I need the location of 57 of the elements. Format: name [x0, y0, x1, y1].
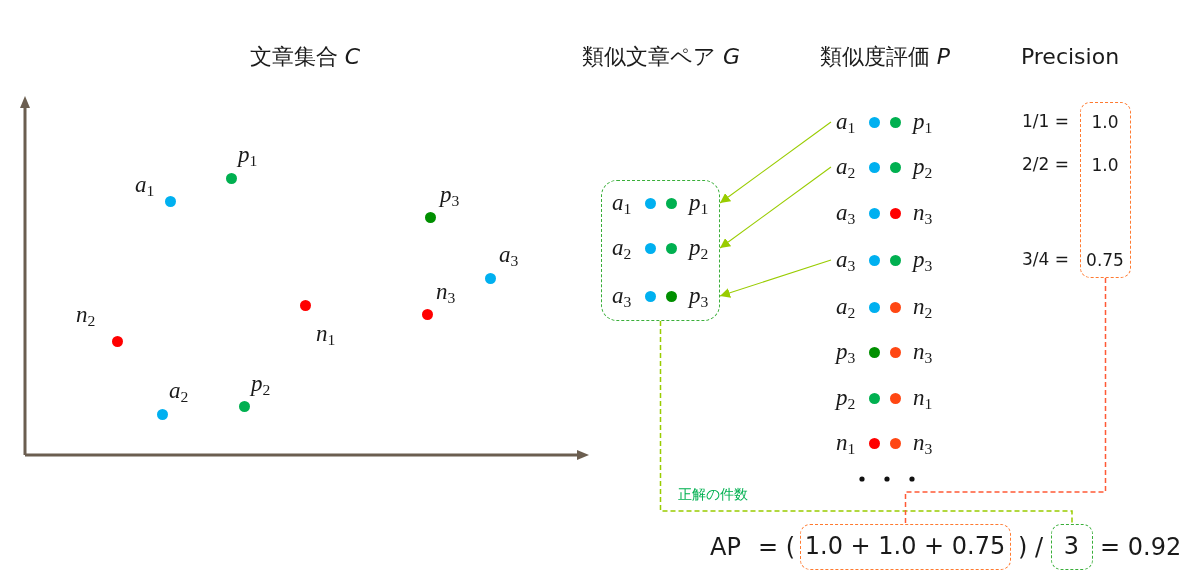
- point-label: n$_{1}$: [316, 320, 336, 348]
- variable-label: p$_{3}$: [913, 246, 933, 274]
- dashed-highlight-box: [1051, 524, 1093, 570]
- column-heading: 類似文章ペア G: [581, 44, 741, 70]
- variable-label: n$_{3}$: [913, 199, 933, 227]
- dashed-connector-line: [904, 277, 1107, 525]
- variable-label: p$_{1}$: [689, 189, 709, 217]
- point-label: p$_{2}$: [251, 370, 271, 398]
- variable-label: p$_{2}$: [913, 153, 933, 181]
- variable-label: n$_{1}$: [913, 384, 933, 412]
- variable-label: p$_{2}$: [836, 384, 856, 412]
- arrow: [719, 121, 832, 204]
- precision-value: 1.0: [1091, 113, 1119, 133]
- point-label: a$_{1}$: [135, 171, 155, 199]
- column-heading: 文章集合 C: [249, 44, 361, 70]
- variable-label: p$_{3}$: [689, 282, 709, 310]
- formula-term: 1.0 + 1.0 + 0.75: [804, 532, 1006, 561]
- fraction-label: 3/4 =: [1022, 250, 1069, 270]
- dashed-connector-line: [659, 320, 1073, 525]
- formula-text: = 0.92: [1100, 534, 1182, 562]
- point-label: a$_{2}$: [169, 377, 189, 405]
- precision-value: 1.0: [1091, 156, 1119, 176]
- arrow: [719, 259, 832, 298]
- column-heading: 類似度評価 P: [819, 44, 951, 70]
- variable-label: n$_{3}$: [913, 429, 933, 457]
- variable-label: p$_{3}$: [836, 338, 856, 366]
- variable-label: n$_{1}$: [836, 429, 856, 457]
- edge-label: 正解の件数: [676, 485, 750, 503]
- precision-value: 0.75: [1086, 251, 1124, 271]
- dashed-group-box: [601, 180, 720, 321]
- variable-label: n$_{3}$: [913, 338, 933, 366]
- variable-label: p$_{2}$: [689, 234, 709, 262]
- arrow: [719, 166, 832, 249]
- point-label: a$_{3}$: [499, 241, 519, 269]
- formula-term: 3: [1063, 532, 1080, 561]
- point-label: n$_{2}$: [76, 301, 96, 329]
- dashed-highlight-box: [800, 524, 1011, 570]
- point-label: n$_{3}$: [436, 278, 456, 306]
- variable-label: a$_{3}$: [612, 282, 632, 310]
- variable-label: a$_{1}$: [612, 189, 632, 217]
- variable-label: a$_{2}$: [836, 293, 856, 321]
- variable-label: a$_{2}$: [612, 234, 632, 262]
- formula-text: AP: [710, 534, 741, 562]
- variable-label: a$_{1}$: [836, 108, 856, 136]
- formula-text: = (: [758, 534, 796, 562]
- variable-label: n$_{2}$: [913, 293, 933, 321]
- variable-label: a$_{3}$: [836, 246, 856, 274]
- dashed-highlight-box: [1080, 102, 1131, 278]
- column-heading: Precision: [1020, 44, 1120, 70]
- point-label: p$_{3}$: [440, 181, 460, 209]
- variable-label: p$_{1}$: [913, 108, 933, 136]
- formula-text: ) /: [1018, 534, 1044, 562]
- fraction-label: 1/1 =: [1022, 112, 1069, 132]
- variable-label: a$_{3}$: [836, 199, 856, 227]
- point-label: p$_{1}$: [238, 141, 258, 169]
- variable-label: a$_{2}$: [836, 153, 856, 181]
- fraction-label: 2/2 =: [1022, 155, 1069, 175]
